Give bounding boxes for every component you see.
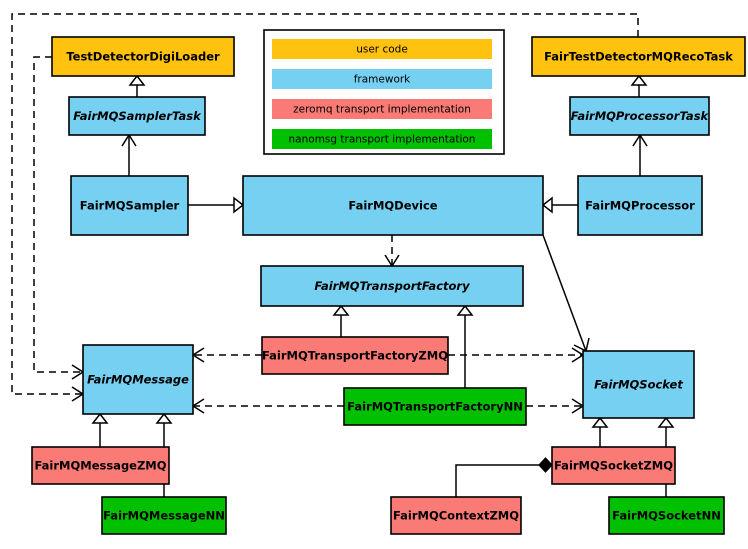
class-node-FairMQSocketNN[interactable]: FairMQSocketNN <box>608 496 725 535</box>
legend-swatch-user_code <box>272 39 492 59</box>
edge-e-recotask-processortask <box>630 74 648 97</box>
legend-item-zeromq: zeromq transport implementation <box>272 99 492 119</box>
edge-e-factorynn-message <box>191 398 344 414</box>
legend-label: nanomsg transport implementation <box>289 134 476 146</box>
edge-e-sampler-device <box>188 196 245 214</box>
class-node-label: FairMQSamplerTask <box>73 109 202 123</box>
class-node-FairMQMessageNN[interactable]: FairMQMessageNN <box>101 496 227 535</box>
class-node-label: FairMQMessageNN <box>103 509 225 523</box>
edge-arrowhead-hollow-triangle <box>630 74 648 86</box>
class-node-box[interactable] <box>582 350 695 419</box>
edge-arrowhead-hollow-triangle <box>128 74 146 86</box>
class-node-box[interactable] <box>101 496 227 535</box>
legend-item-nanomsg: nanomsg transport implementation <box>272 129 492 149</box>
edge-e-socketzmq-socket <box>591 416 609 447</box>
edge-e-sampler-samplertask <box>121 133 137 176</box>
class-node-box[interactable] <box>569 96 710 136</box>
edge-arrowhead-hollow-triangle <box>233 196 245 214</box>
class-node-label: FairMQContextZMQ <box>393 509 519 523</box>
class-node-label: FairMQTransportFactoryZMQ <box>262 349 448 363</box>
class-node-TestDetectorDigiLoader[interactable]: TestDetectorDigiLoader <box>51 36 235 77</box>
class-node-box[interactable] <box>551 446 676 485</box>
legend-swatch-framework <box>272 69 492 89</box>
class-node-label: FairTestDetectorMQRecoTask <box>544 50 733 64</box>
class-node-FairMQSocketZMQ[interactable]: FairMQSocketZMQ <box>551 446 676 485</box>
edge-e-messagezmq-message <box>91 412 109 447</box>
edge-e-socketzmq-contextzmq <box>455 457 553 497</box>
legend-item-framework: framework <box>272 69 492 89</box>
class-node-box[interactable] <box>261 336 449 375</box>
edge-arrowhead-hollow-triangle <box>541 196 553 214</box>
class-node-FairMQMessageZMQ[interactable]: FairMQMessageZMQ <box>31 446 170 485</box>
class-node-label: FairMQMessageZMQ <box>34 459 166 473</box>
class-node-box[interactable] <box>242 175 544 236</box>
class-node-label: TestDetectorDigiLoader <box>66 50 220 64</box>
class-node-box[interactable] <box>577 175 703 236</box>
edge-arrowhead-hollow-triangle <box>155 412 173 424</box>
legend-swatch-nanomsg <box>272 129 492 149</box>
edge-e-device-transportfactory <box>384 235 400 268</box>
class-node-box[interactable] <box>82 344 194 415</box>
edge-line <box>11 13 639 395</box>
class-node-FairMQProcessorTask[interactable]: FairMQProcessorTask <box>569 96 710 136</box>
edge-arrowhead-hollow-triangle <box>657 416 675 428</box>
class-node-box[interactable] <box>343 387 527 426</box>
class-node-FairMQTransportFactory[interactable]: FairMQTransportFactory <box>260 265 524 307</box>
class-node-FairMQTransportFactoryZMQ[interactable]: FairMQTransportFactoryZMQ <box>261 336 449 375</box>
edge-e-factorynn-socket <box>526 398 585 414</box>
legend-label: user code <box>356 44 408 56</box>
edge-arrowhead-hollow-triangle <box>591 416 609 428</box>
legend-item-user_code: user code <box>272 39 492 59</box>
class-node-FairMQSampler[interactable]: FairMQSampler <box>70 175 189 236</box>
class-node-box[interactable] <box>70 175 189 236</box>
edge-e-factoryzmq-message <box>191 347 262 363</box>
class-node-box[interactable] <box>51 36 235 77</box>
class-node-FairTestDetectorMQRecoTask[interactable]: FairTestDetectorMQRecoTask <box>531 36 746 77</box>
edge-arrowhead-hollow-triangle <box>91 412 109 424</box>
class-node-label: FairMQTransportFactoryNN <box>347 400 523 414</box>
edge-e-processor-device <box>541 196 578 214</box>
class-node-label: FairMQProcessor <box>585 199 695 213</box>
class-node-box[interactable] <box>608 496 725 535</box>
class-node-FairMQProcessor[interactable]: FairMQProcessor <box>577 175 703 236</box>
class-node-label: FairMQSampler <box>80 199 180 213</box>
edge-line <box>455 464 552 497</box>
class-node-label: FairMQDevice <box>348 199 437 213</box>
class-node-FairMQTransportFactoryNN[interactable]: FairMQTransportFactoryNN <box>343 387 527 426</box>
class-node-FairMQContextZMQ[interactable]: FairMQContextZMQ <box>390 496 522 535</box>
edge-e-digiloader-samplertask <box>128 74 146 97</box>
edge-arrowhead-hollow-triangle <box>456 304 474 316</box>
class-node-FairMQSamplerTask[interactable]: FairMQSamplerTask <box>68 96 206 136</box>
class-node-label: FairMQSocketNN <box>612 509 721 523</box>
class-node-box[interactable] <box>390 496 522 535</box>
class-node-label: FairMQTransportFactory <box>314 279 470 293</box>
edge-arrowhead-hollow-triangle <box>332 304 350 316</box>
class-node-label: FairMQProcessorTask <box>571 109 710 123</box>
class-node-box[interactable] <box>260 265 524 307</box>
legend-label: framework <box>354 74 411 86</box>
class-node-label: FairMQSocketZMQ <box>554 459 673 473</box>
nodes-layer: TestDetectorDigiLoader FairTestDetectorMQ… <box>31 36 746 535</box>
class-node-label: FairMQMessage <box>87 373 189 387</box>
edge-line <box>542 234 587 352</box>
legend-label: zeromq transport implementation <box>293 104 471 116</box>
class-node-FairMQMessage[interactable]: FairMQMessage <box>82 344 194 415</box>
class-node-box[interactable] <box>31 446 170 485</box>
class-node-label: FairMQSocket <box>594 378 683 392</box>
edge-e-factoryzmq-socket <box>448 347 585 363</box>
class-node-box[interactable] <box>531 36 746 77</box>
legend-layer: user code framework zeromq transport imple… <box>263 29 505 155</box>
class-node-box[interactable] <box>68 96 206 136</box>
class-node-FairMQSocket[interactable]: FairMQSocket <box>582 350 695 419</box>
edge-e-device-socket <box>542 234 590 353</box>
edge-e-processor-processortask <box>632 133 648 176</box>
legend-swatch-zeromq <box>272 99 492 119</box>
edge-e-factoryzmq-factory <box>332 304 350 337</box>
edge-arrowhead-filled-diamond <box>538 457 553 473</box>
class-node-FairMQDevice[interactable]: FairMQDevice <box>242 175 544 236</box>
edge-e-factorynn-factory <box>456 304 474 388</box>
